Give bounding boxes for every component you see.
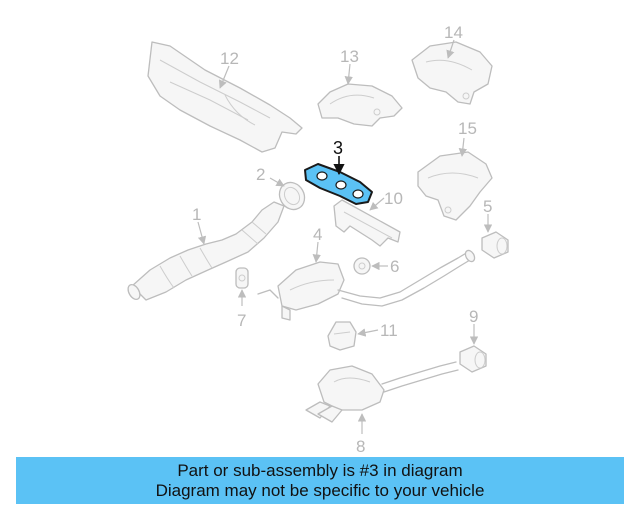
- part-13-heat-shield[interactable]: [317, 83, 403, 127]
- part-14-shield[interactable]: [411, 41, 493, 105]
- part-5-clamp[interactable]: [481, 231, 509, 259]
- part-15-heat-shield[interactable]: [417, 151, 493, 221]
- callout-11[interactable]: 11: [380, 321, 398, 340]
- part-4-center-muffler[interactable]: [257, 249, 476, 321]
- callout-13[interactable]: 13: [340, 47, 359, 66]
- part-10-bracket[interactable]: [333, 199, 401, 247]
- part-1-catalytic-converter[interactable]: [126, 201, 285, 301]
- part-7-hanger[interactable]: [235, 267, 249, 289]
- part-2-gasket[interactable]: [275, 178, 310, 214]
- callout-6[interactable]: 6: [390, 257, 399, 276]
- part-3-exhaust-gasket[interactable]: [304, 163, 373, 205]
- callout-8[interactable]: 8: [356, 437, 365, 455]
- part-8-rear-muffler[interactable]: [305, 361, 459, 423]
- parts-diagram: 1 2 3 4 5 6 7 8 9 10 11 12 13 14 15: [126, 23, 509, 455]
- callout-numbers: 1 2 3 4 5 6 7 8 9 10 11 12 13 14 15: [192, 23, 492, 455]
- callout-15[interactable]: 15: [458, 119, 477, 138]
- part-6-hanger[interactable]: [353, 257, 371, 275]
- callout-9[interactable]: 9: [469, 307, 478, 326]
- info-banner: Part or sub-assembly is #3 in diagram Di…: [16, 457, 624, 504]
- callout-5[interactable]: 5: [483, 197, 492, 216]
- part-9-clamp[interactable]: [459, 345, 487, 373]
- callout-14[interactable]: 14: [444, 23, 463, 42]
- leader-lines: [197, 39, 493, 434]
- callout-1[interactable]: 1: [192, 205, 201, 224]
- banner-line-part-info: Part or sub-assembly is #3 in diagram: [177, 460, 463, 480]
- banner-line-disclaimer: Diagram may not be specific to your vehi…: [155, 480, 485, 500]
- part-12-heat-shield[interactable]: [147, 41, 303, 153]
- callout-10[interactable]: 10: [384, 189, 403, 208]
- callout-7[interactable]: 7: [237, 311, 246, 330]
- callout-4[interactable]: 4: [313, 225, 322, 244]
- part-11-bracket[interactable]: [327, 321, 357, 351]
- callout-3[interactable]: 3: [333, 138, 343, 158]
- callout-2[interactable]: 2: [256, 165, 265, 184]
- callout-12[interactable]: 12: [220, 49, 239, 68]
